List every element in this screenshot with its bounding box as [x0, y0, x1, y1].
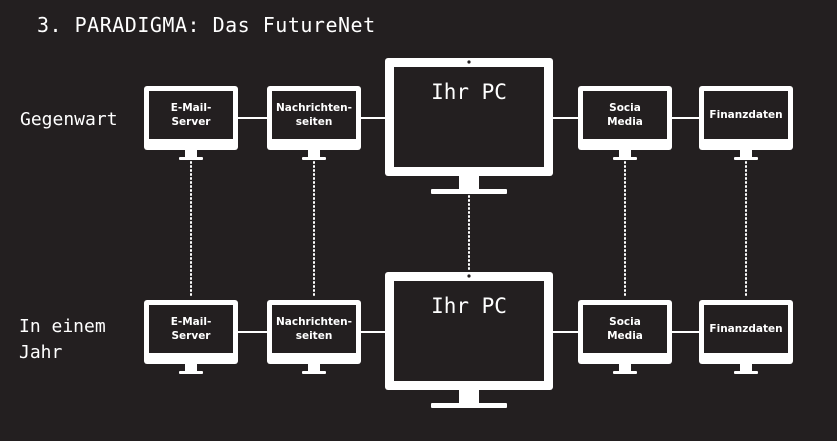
monitor-e-mail-server-row2: E-Mail- Server: [144, 300, 238, 374]
monitor-base: [734, 157, 758, 160]
monitor-label: Finanzdaten: [709, 109, 782, 121]
monitor-screen: [394, 281, 544, 381]
monitor-neck: [185, 150, 197, 158]
monitor-base: [613, 371, 637, 374]
monitor-label: E-Mail-: [171, 316, 212, 328]
monitor-ihr-pc-row1: Ihr PC: [385, 58, 553, 194]
monitor-neck: [308, 364, 320, 372]
monitor-label: E-Mail-: [171, 102, 212, 114]
monitor-base: [431, 189, 507, 194]
monitor-base: [734, 371, 758, 374]
monitor-label: Socia: [609, 316, 641, 328]
row-label-line: In einem: [19, 316, 106, 337]
monitor-base: [302, 371, 326, 374]
monitor-screen: [583, 91, 667, 139]
monitor-finanzdaten-row1: Finanzdaten: [699, 86, 793, 160]
monitor-nachrichten-seiten-row2: Nachrichten-seiten: [267, 300, 361, 374]
monitor-label: Media: [607, 330, 643, 342]
connector-lines: [190, 117, 747, 333]
row-label-line: Jahr: [19, 342, 63, 363]
monitor-neck: [619, 150, 631, 158]
monitor-neck: [459, 176, 479, 190]
monitor-screen: [704, 91, 788, 139]
monitor-label: Media: [607, 116, 643, 128]
monitor-label: seiten: [296, 116, 333, 128]
monitor-e-mail-server-row1: E-Mail- Server: [144, 86, 238, 160]
monitor-screen: [583, 305, 667, 353]
monitor-base: [179, 371, 203, 374]
row-label-in-einem-jahr: In einem Jahr: [19, 314, 106, 366]
monitor-neck: [740, 364, 752, 372]
monitor-nachrichten-seiten-row1: Nachrichten-seiten: [267, 86, 361, 160]
monitor-screen: [272, 91, 356, 139]
monitor-base: [302, 157, 326, 160]
monitor-label: Server: [171, 116, 211, 128]
monitor-ihr-pc-row2: Ihr PC: [385, 272, 553, 408]
monitor-neck: [185, 364, 197, 372]
monitor-label: seiten: [296, 330, 333, 342]
row-label-gegenwart: Gegenwart: [20, 107, 118, 133]
monitor-neck: [308, 150, 320, 158]
monitor-screen: [149, 305, 233, 353]
monitor-screen: [149, 91, 233, 139]
monitor-screen: [394, 67, 544, 167]
monitor-base: [179, 157, 203, 160]
monitor-label: Finanzdaten: [709, 323, 782, 335]
monitor-label: Socia: [609, 102, 641, 114]
monitor-neck: [740, 150, 752, 158]
row-label-line: Gegenwart: [20, 109, 118, 130]
monitor-neck: [459, 390, 479, 404]
monitor-label: Nachrichten-: [276, 102, 352, 114]
monitor-screen: [704, 305, 788, 353]
camera-dot: [467, 274, 471, 278]
monitor-label: Ihr PC: [431, 294, 507, 318]
monitor-base: [431, 403, 507, 408]
monitor-screen: [272, 305, 356, 353]
camera-dot: [467, 60, 471, 64]
monitor-base: [613, 157, 637, 160]
page-title: 3. PARADIGMA: Das FutureNet: [37, 13, 376, 37]
monitor-finanzdaten-row2: Finanzdaten: [699, 300, 793, 374]
monitor-label: Server: [171, 330, 211, 342]
monitor-label: Ihr PC: [431, 80, 507, 104]
monitor-neck: [619, 364, 631, 372]
monitor-label: Nachrichten-: [276, 316, 352, 328]
